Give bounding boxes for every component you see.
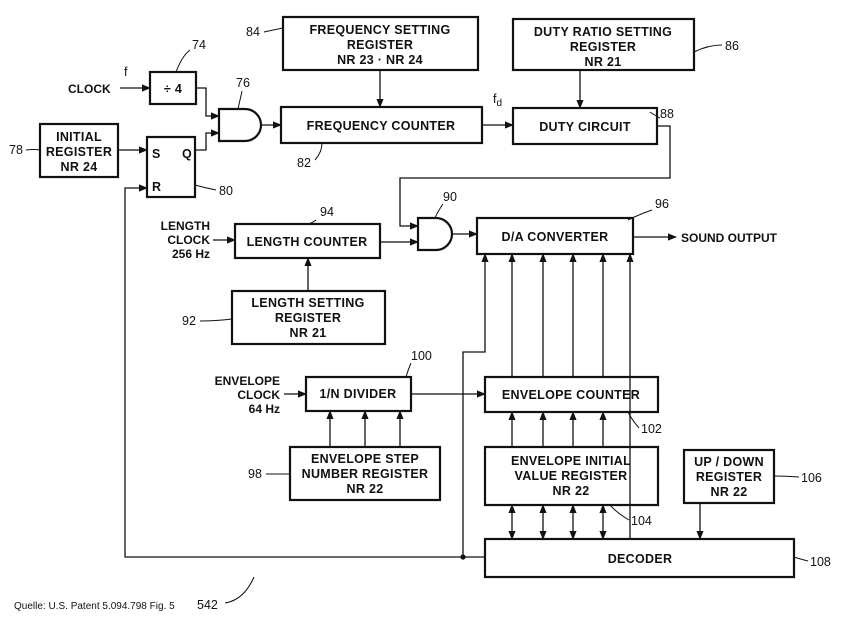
one-over-n-divider: 1/N DIVIDER	[304, 375, 413, 413]
svg-text:NR 24: NR 24	[61, 160, 98, 174]
svg-text:DUTY RATIO SETTING: DUTY RATIO SETTING	[534, 25, 672, 39]
svg-text:ENVELOPE: ENVELOPE	[215, 374, 280, 388]
svg-text:78: 78	[9, 143, 23, 157]
svg-text:82: 82	[297, 156, 311, 170]
svg-text:80: 80	[219, 184, 233, 198]
up-down-register: UP / DOWN REGISTER NR 22	[682, 448, 776, 505]
sr-flipflop: S Q R	[145, 135, 197, 199]
svg-text:94: 94	[320, 205, 334, 219]
source-caption: Quelle: U.S. Patent 5.094.798 Fig. 5	[14, 601, 175, 612]
svg-text:74: 74	[192, 38, 206, 52]
envelope-initial-value-register: ENVELOPE INITIAL VALUE REGISTER NR 22	[483, 445, 660, 507]
svg-text:ENVELOPE STEP: ENVELOPE STEP	[311, 452, 419, 466]
svg-text:REGISTER: REGISTER	[46, 145, 112, 159]
svg-text:LENGTH COUNTER: LENGTH COUNTER	[247, 235, 368, 249]
svg-text:UP / DOWN: UP / DOWN	[694, 455, 764, 469]
svg-text:ENVELOPE COUNTER: ENVELOPE COUNTER	[502, 388, 640, 402]
svg-text:REGISTER: REGISTER	[696, 470, 762, 484]
svg-text:CLOCK: CLOCK	[167, 233, 210, 247]
svg-text:Q: Q	[182, 147, 192, 161]
length-setting-register: LENGTH SETTING REGISTER NR 21	[230, 289, 387, 346]
svg-text:64 Hz: 64 Hz	[249, 402, 280, 416]
frequency-setting-register: FREQUENCY SETTING REGISTER NR 23 · NR 24	[281, 15, 480, 72]
svg-text:DUTY CIRCUIT: DUTY CIRCUIT	[539, 120, 631, 134]
signal-wires	[118, 70, 704, 560]
duty-circuit: DUTY CIRCUIT	[511, 106, 659, 146]
svg-text:REGISTER: REGISTER	[347, 38, 413, 52]
svg-text:VALUE REGISTER: VALUE REGISTER	[514, 469, 627, 483]
svg-text:INITIAL: INITIAL	[56, 130, 102, 144]
f-label: f	[124, 65, 128, 79]
svg-text:FREQUENCY COUNTER: FREQUENCY COUNTER	[307, 119, 456, 133]
svg-text:D/A CONVERTER: D/A CONVERTER	[502, 230, 609, 244]
svg-text:NR 21: NR 21	[290, 326, 327, 340]
clock-label: CLOCK	[68, 82, 111, 96]
svg-text:LENGTH SETTING: LENGTH SETTING	[251, 296, 364, 310]
length-counter: LENGTH COUNTER	[233, 222, 382, 260]
sound-output-label: SOUND OUTPUT	[681, 231, 778, 245]
svg-text:1/N DIVIDER: 1/N DIVIDER	[320, 387, 397, 401]
and-gate-76	[217, 107, 263, 143]
svg-text:NR 22: NR 22	[347, 482, 384, 496]
svg-text:S: S	[152, 147, 161, 161]
svg-text:108: 108	[810, 555, 831, 569]
frequency-counter: FREQUENCY COUNTER	[279, 105, 484, 145]
svg-text:NR 21: NR 21	[585, 55, 622, 69]
decoder: DECODER	[483, 537, 796, 579]
svg-text:102: 102	[641, 422, 662, 436]
envelope-step-number-register: ENVELOPE STEP NUMBER REGISTER NR 22	[288, 445, 442, 502]
da-converter: D/A CONVERTER	[475, 216, 635, 256]
svg-text:LENGTH: LENGTH	[161, 219, 210, 233]
svg-text:NR 23 · NR 24: NR 23 · NR 24	[337, 53, 423, 67]
svg-text:FREQUENCY SETTING: FREQUENCY SETTING	[310, 23, 451, 37]
svg-text:256 Hz: 256 Hz	[172, 247, 210, 261]
envelope-counter: ENVELOPE COUNTER	[483, 375, 660, 414]
svg-text:92: 92	[182, 314, 196, 328]
and-gate-90	[416, 216, 454, 252]
svg-text:542: 542	[197, 598, 218, 612]
svg-text:86: 86	[725, 39, 739, 53]
initial-register: INITIAL REGISTER NR 24	[38, 122, 120, 179]
svg-text:NR 22: NR 22	[711, 485, 748, 499]
svg-text:104: 104	[631, 514, 652, 528]
svg-text:100: 100	[411, 349, 432, 363]
length-clock-label: LENGTH CLOCK 256 Hz	[161, 219, 211, 261]
duty-ratio-setting-register: DUTY RATIO SETTING REGISTER NR 21	[511, 17, 696, 72]
reference-numerals: 74 76 78 80 82 84 86 88 90 94 96 92 100 …	[9, 25, 831, 612]
svg-text:98: 98	[248, 467, 262, 481]
svg-text:R: R	[152, 180, 161, 194]
svg-text:84: 84	[246, 25, 260, 39]
svg-text:÷ 4: ÷ 4	[164, 82, 182, 96]
svg-text:DECODER: DECODER	[608, 552, 673, 566]
svg-text:106: 106	[801, 471, 822, 485]
svg-text:CLOCK: CLOCK	[237, 388, 280, 402]
divide-by-4-block: ÷ 4	[148, 70, 198, 106]
fd-label: fd	[493, 92, 502, 109]
svg-text:NUMBER REGISTER: NUMBER REGISTER	[302, 467, 429, 481]
envelope-clock-label: ENVELOPE CLOCK 64 Hz	[215, 374, 281, 416]
svg-text:76: 76	[236, 76, 250, 90]
svg-text:REGISTER: REGISTER	[570, 40, 636, 54]
svg-text:96: 96	[655, 197, 669, 211]
svg-text:88: 88	[660, 107, 674, 121]
svg-text:NR 22: NR 22	[553, 484, 590, 498]
svg-text:ENVELOPE INITIAL: ENVELOPE INITIAL	[511, 454, 631, 468]
svg-text:90: 90	[443, 190, 457, 204]
svg-text:REGISTER: REGISTER	[275, 311, 341, 325]
